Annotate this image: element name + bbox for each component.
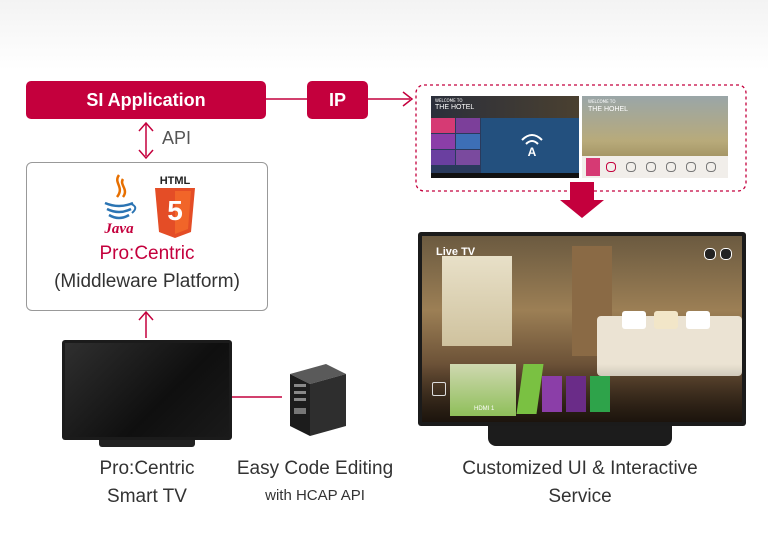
launcher-home-icon: [432, 382, 446, 396]
customized-label-line2: Service: [548, 486, 612, 507]
smart-tv-label-line2: Smart TV: [107, 486, 187, 507]
launcher-tile-green2: [590, 376, 610, 412]
java-logo: Java: [99, 173, 139, 243]
customized-tv: Live TV HDMI 1: [418, 232, 746, 426]
preview2-title: THE HOHEL: [588, 106, 629, 113]
settings-icon: [704, 248, 716, 260]
preview2-welcome: WELCOME TO: [588, 99, 616, 104]
customized-tv-stand: [488, 426, 672, 446]
api-label: API: [162, 128, 192, 148]
launcher-tile-pink: [566, 376, 586, 412]
server-icon: [282, 360, 352, 438]
wifi-icon: A: [521, 134, 543, 158]
middleware-box: Java HTML 5 Pro:Centric (Middleware Plat…: [26, 162, 268, 311]
preview1-title: THE HOTEL: [435, 104, 475, 111]
svg-text:A: A: [528, 145, 537, 158]
server-title: Easy Code Editing: [236, 458, 394, 479]
customized-label-line1: Customized UI & Interactive: [462, 458, 698, 479]
background-fade: [0, 0, 768, 70]
power-icon: [720, 248, 732, 260]
smart-tv-stand: [99, 440, 195, 447]
preview1-welcome: WELCOME TO: [435, 98, 463, 103]
preview-screen-2: WELCOME TO THE HOHEL: [582, 96, 728, 178]
smart-tv-label-line1: Pro:Centric: [99, 458, 195, 479]
java-label: Java: [104, 221, 134, 237]
server-subtitle: with HCAP API: [265, 487, 365, 504]
launcher-hdmi-tile: [450, 364, 516, 416]
html-number: 5: [167, 195, 183, 226]
smart-tv: [62, 340, 232, 440]
middleware-subtitle: (Middleware Platform): [54, 271, 240, 292]
si-application-box: SI Application: [26, 81, 266, 119]
si-application-label: SI Application: [86, 89, 206, 110]
smart-tv-screen: [65, 343, 229, 437]
customized-tv-screen: Live TV HDMI 1: [422, 236, 742, 422]
html5-logo: HTML 5: [153, 175, 197, 239]
preview-screen-1: WELCOME TO THE HOTEL A: [431, 96, 579, 178]
live-tv-overlay: Live TV: [436, 246, 476, 258]
launcher-tile-purple: [542, 376, 562, 412]
launcher-hdmi-label: HDMI 1: [474, 406, 495, 412]
middleware-name: Pro:Centric: [99, 243, 195, 264]
ip-label: IP: [328, 89, 346, 110]
html-label: HTML: [159, 175, 191, 187]
ip-box: IP: [307, 81, 368, 119]
java-cup-icon: [104, 174, 137, 220]
html5-shield-icon: [155, 188, 195, 238]
